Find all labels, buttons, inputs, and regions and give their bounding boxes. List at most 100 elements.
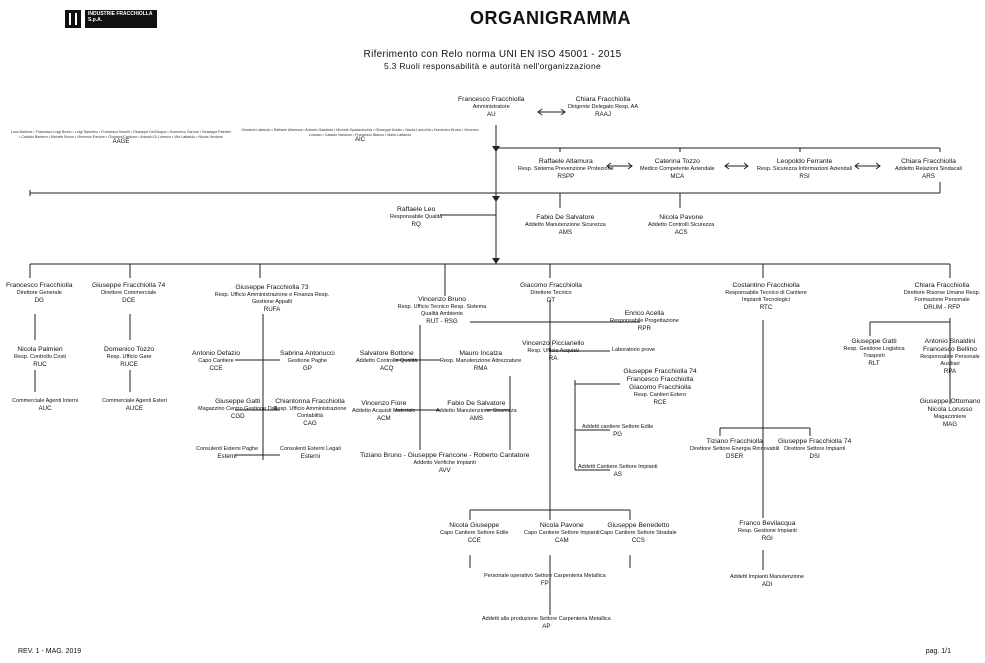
node-role: Dirigente Delegato Resp. AA [568, 104, 639, 110]
node-code: AMS [558, 229, 573, 236]
node-name: Leopoldo Ferrante [776, 158, 833, 165]
node-role: Amministratore [472, 104, 510, 110]
node-name: Francesco Fracchiolla [6, 282, 73, 289]
node-code: RUCE [120, 361, 138, 368]
org-node-rufa: Giuseppe Fracchiolla 73 Resp. Ufficio Am… [212, 284, 332, 314]
node-code: CGD [230, 413, 245, 420]
node-name: Enrico Acella [624, 310, 665, 317]
org-node-dsi: Giuseppe Fracchiolla 74 Direttore Settor… [778, 438, 851, 461]
org-node-cce: Antonio Defazio Capo Cantiere CCE [192, 350, 240, 373]
node-code: RSPP [557, 173, 575, 180]
node-name: Costantino Fracchiolla [732, 282, 800, 289]
node-role: Capo Cantiere Settore Edile [440, 530, 509, 536]
subtitle-norm: Riferimento con Relo norma UNI EN ISO 45… [363, 49, 622, 60]
node-name: Chiara Fracchiolla [901, 158, 956, 165]
node-code: RPA [943, 368, 957, 375]
node-code: RPR [637, 325, 651, 332]
org-label-auce: Commerciale Agenti Esteri AUCE [102, 398, 167, 413]
node-role: Addetto Acquisti Materiale [352, 408, 416, 414]
node-code: DSI [809, 453, 820, 460]
node-name: Antonio Defazio [192, 350, 240, 357]
node-role: Resp. Ufficio Amministrazione Contabilit… [273, 406, 347, 419]
org-node-cce-2: Nicola Giuseppe Capo Cantiere Settore Ed… [440, 522, 508, 545]
node-name: Chiara Fracchiolla [575, 96, 631, 103]
node-code: MAG [942, 421, 958, 428]
org-node-ra: Vincenzo Picciariello Resp. Ufficio Acqu… [522, 340, 584, 363]
company-logo: INDUSTRIE FRACCHIOLLA S.p.A. [65, 10, 157, 28]
node-code: AIC [354, 137, 365, 143]
label-text: Consulenti Esterni Paghe [196, 446, 259, 452]
node-name: Nicola Pavone [659, 214, 704, 221]
node-name: Vincenzo Bruno [418, 296, 466, 303]
node-role: Responsabile Progettazione [610, 318, 679, 324]
org-node-rlt: Giuseppe Gatti Resp. Gestione Logistica … [834, 338, 914, 368]
node-code: ADI [761, 581, 773, 588]
label-text: Consulenti Esterni Legali [280, 446, 341, 452]
org-label-fp: Personale operativo Settore Carpenteria … [484, 573, 606, 588]
org-node-acs: Nicola Pavone Addetto Controlli Sicurezz… [648, 214, 714, 237]
node-role: Resp. Sistema Prevenzione Protezione [518, 166, 614, 172]
org-group-aage: Luca Barbera • Francesco Luigi Bruno • L… [10, 130, 232, 146]
node-name: Nicola Pavone [539, 522, 584, 529]
node-code: AVV [438, 467, 451, 474]
org-node-dser: Tiziano Fracchiolla Direttore Settore En… [690, 438, 779, 461]
org-node-dce: Giuseppe Fracchiolla 74 Direttore Commer… [92, 282, 165, 305]
node-code: MCA [670, 173, 685, 180]
node-code: RLT [868, 360, 880, 367]
org-node-rut: Vincenzo Bruno Resp. Ufficio Tecnico Res… [392, 296, 492, 326]
org-label-adi: Addetti Impianti Manutenzione ADI [730, 574, 804, 589]
node-name: Domenico Tozzo [104, 346, 155, 353]
org-node-drum: Chiara Fracchiolla Direttore Risorse Uma… [900, 282, 984, 312]
org-label-paghe: Consulenti Esterni Paghe Esterni [196, 446, 258, 461]
node-role: Direttore Settore Impianti [784, 446, 846, 452]
node-code: RUFA [263, 306, 281, 313]
org-node-rpa: Antonio Sinaldini Francesco Bellino Resp… [916, 338, 984, 376]
node-code: DT [546, 297, 556, 304]
label-text: Addetti Impianti Manutenzione [730, 574, 804, 580]
node-name: Raffaele Altamura [538, 158, 593, 165]
subtitle-section: 5.3 Ruoli responsabilità e autorità nell… [383, 61, 602, 71]
node-code: RGI [761, 535, 773, 542]
label-text: Personale operativo Settore Carpenteria … [484, 573, 606, 579]
node-code: Esterni [217, 453, 237, 460]
node-name: Nicola Giuseppe [449, 522, 500, 529]
node-code: PG [613, 431, 623, 438]
node-name: Giuseppe Gatti [215, 398, 261, 405]
node-code: FP [540, 580, 549, 587]
node-name: Giuseppe Benedetto [607, 522, 670, 529]
node-name: Giuseppe Fracchiolla 73 [235, 284, 309, 291]
node-code: CCE [209, 365, 223, 372]
org-node-ceo: Francesco Fracchiolla Amministratore AU [458, 96, 524, 119]
node-code: AMS [469, 415, 484, 422]
node-role: Direttore Generale [16, 290, 62, 296]
node-name: Raffaele Leo [396, 206, 436, 213]
node-code: ACM [376, 415, 391, 422]
node-code: DRUM - RFP [923, 304, 961, 311]
logo-text: INDUSTRIE FRACCHIOLLA S.p.A. [85, 10, 157, 28]
org-node-gp: Sabrina Antonucci Gestione Paghe GP [280, 350, 335, 373]
org-node-rgi: Franco Bevilacqua Resp. Gestione Impiant… [738, 520, 797, 543]
node-role: Resp. Manutenzione Attrezzature [440, 358, 522, 364]
node-code: AUCE [125, 405, 143, 412]
org-node-rq: Raffaele Leo Responsabile Qualità RQ [390, 206, 442, 229]
node-name: Fabio De Salvatore [447, 400, 506, 407]
org-group-aic: Giovanni Lattarulo • Raffaele Altamura •… [240, 128, 480, 144]
label-text: Addetti Cantiere Settore Impianti [578, 464, 658, 470]
label-text: Laboratorio prove [612, 347, 656, 353]
node-name: Vincenzo Fiore [361, 400, 407, 407]
org-node-acm: Vincenzo Fiore Addetto Acquisti Material… [352, 400, 416, 423]
org-node-rpr: Enrico Acella Responsabile Progettazione… [610, 310, 679, 333]
node-name: Chiantonna Fracchiolla [275, 398, 345, 405]
node-role: Resp. Controllo Costi [14, 354, 66, 360]
node-role: Resp. Gestione Impianti [738, 528, 797, 534]
org-node-ccs: Giuseppe Benedetto Capo Cantiere Settore… [600, 522, 677, 545]
org-node-rce: Giuseppe Fracchiolla 74 Francesco Fracch… [620, 368, 700, 407]
node-code: CCS [631, 537, 645, 544]
node-role: Addetto Manutenzione Sicurezza [436, 408, 517, 414]
page-title: ORGANIGRAMMA [470, 8, 631, 28]
node-role: Resp. Cantieri Estero [633, 392, 687, 398]
node-role: Addetto Relazioni Sindacali [895, 166, 962, 172]
node-role: Medico Competente Aziendale [640, 166, 715, 172]
node-code: ACQ [380, 365, 394, 372]
